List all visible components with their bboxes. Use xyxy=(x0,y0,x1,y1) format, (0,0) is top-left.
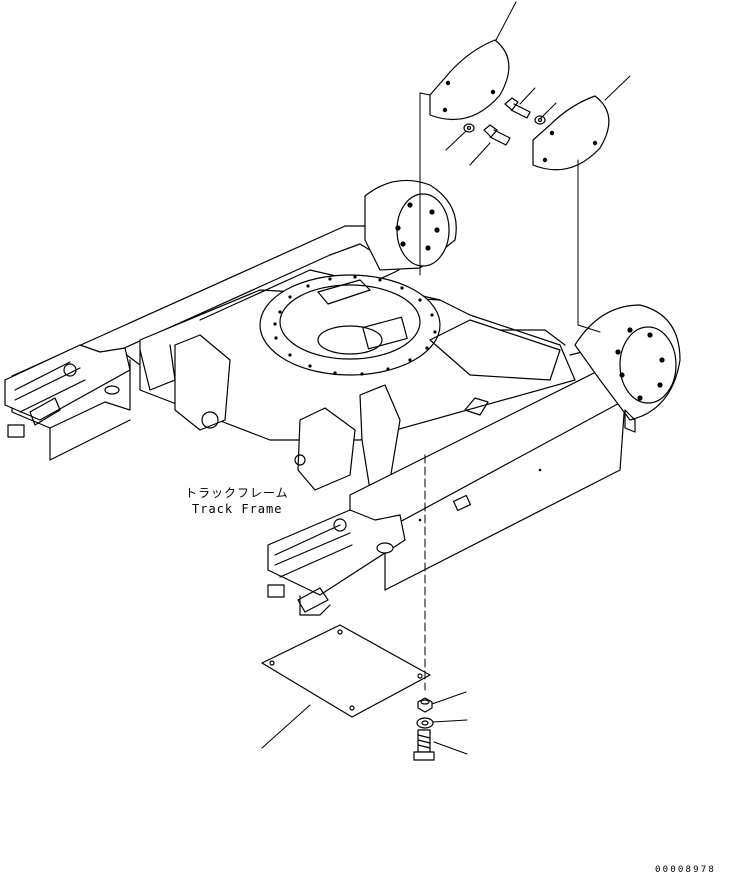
left-rear-housing xyxy=(365,180,456,270)
upper-cover-left xyxy=(430,40,509,120)
assembly-lines xyxy=(420,93,600,690)
drawing-number: 00008978 xyxy=(655,865,716,875)
track-frame xyxy=(5,180,680,615)
bolt-upper-2-icon xyxy=(484,125,510,145)
right-rear-housing xyxy=(575,305,680,432)
under-cover-plate xyxy=(262,625,430,717)
bolt-upper-icon xyxy=(505,98,530,118)
nut-lower-icon xyxy=(418,698,432,712)
washer-upper-icon xyxy=(535,116,545,124)
washer-upper-2-icon xyxy=(464,124,474,132)
washer-lower-icon xyxy=(417,718,433,728)
leader-lines xyxy=(262,2,630,754)
part-label-english: Track Frame xyxy=(192,502,283,516)
center-body xyxy=(140,270,575,490)
part-label-japanese: トラックフレーム xyxy=(185,486,289,500)
right-side-frame xyxy=(268,350,625,615)
upper-cover-right xyxy=(533,96,609,170)
bolt-lower-icon xyxy=(414,730,434,760)
